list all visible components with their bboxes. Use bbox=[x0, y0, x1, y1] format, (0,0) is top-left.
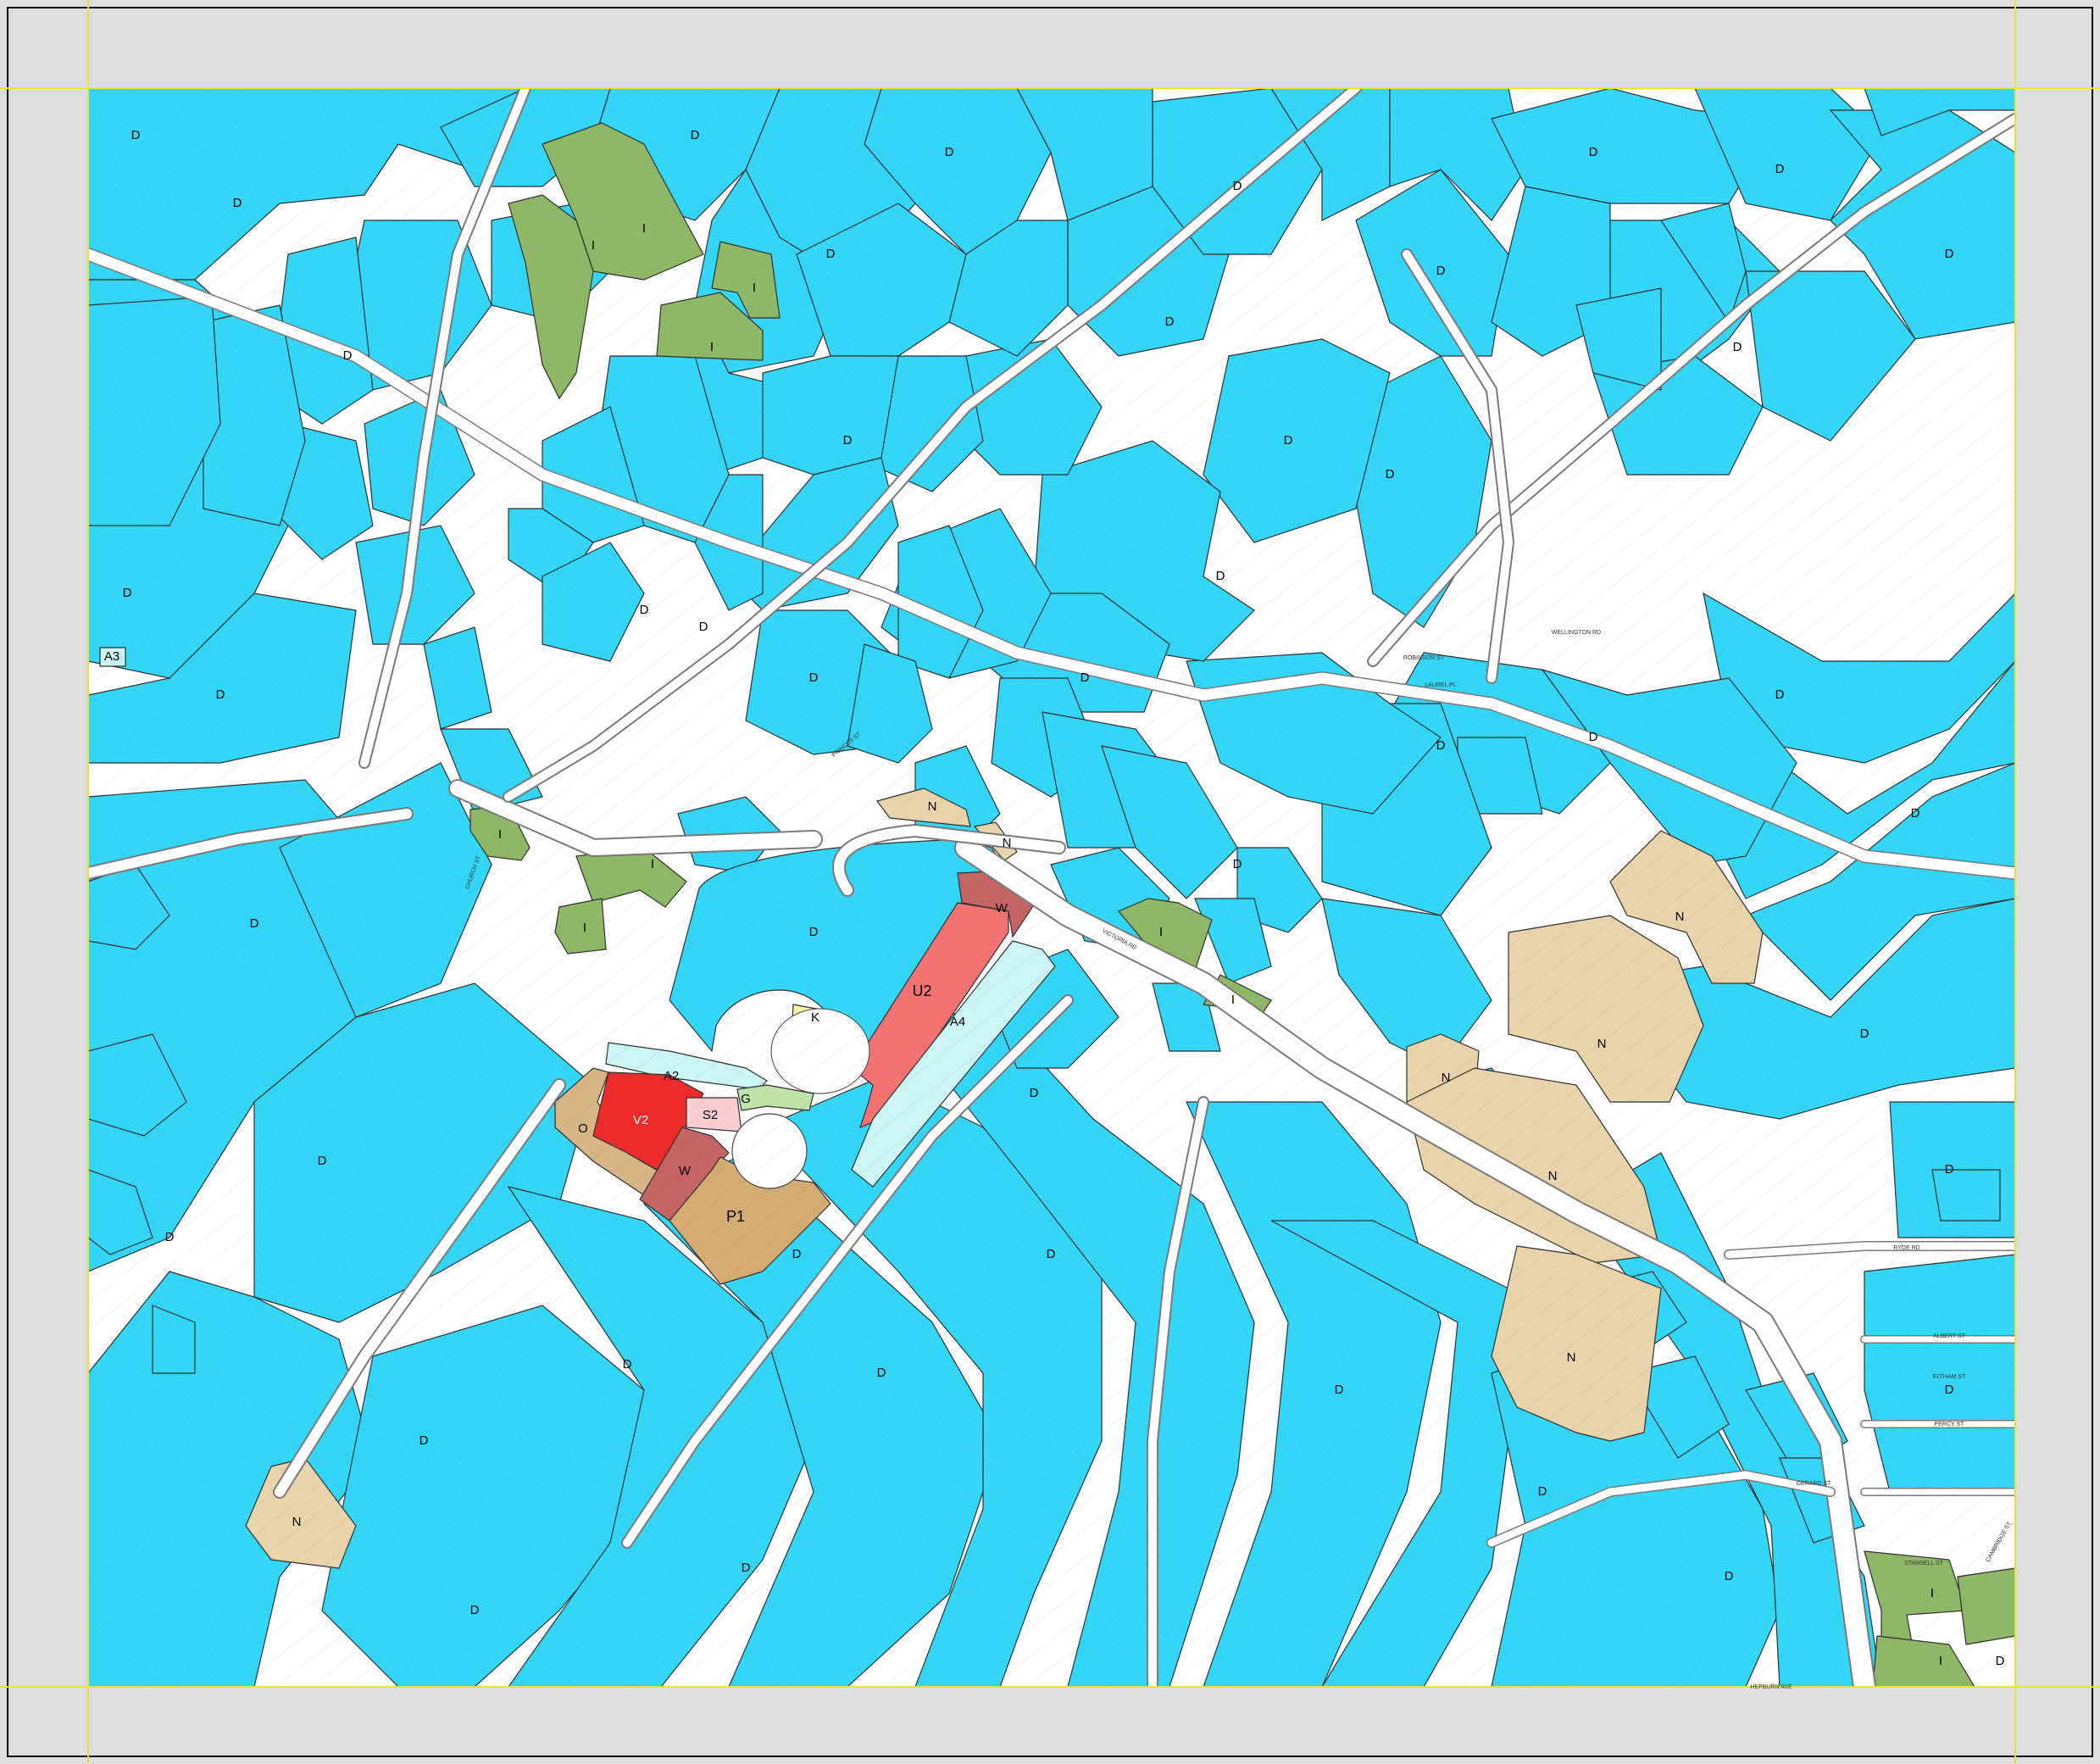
label-I: I bbox=[1231, 993, 1235, 1007]
label-A4: A4 bbox=[950, 1015, 965, 1029]
zone-layer bbox=[88, 88, 2015, 1687]
label-D: D bbox=[809, 925, 819, 939]
label-D: D bbox=[1284, 433, 1293, 448]
label-D: D bbox=[1081, 671, 1090, 685]
street-ryde: RYDE RD bbox=[1893, 1245, 1919, 1251]
label-D: D bbox=[1436, 738, 1446, 753]
label-I: I bbox=[1159, 925, 1163, 939]
label-S2: S2 bbox=[703, 1108, 718, 1122]
label-I: I bbox=[592, 238, 595, 253]
zone-labels: D D D D D D D D D D D D D D D D D D D D … bbox=[104, 128, 2005, 1668]
label-G: G bbox=[741, 1092, 751, 1106]
label-D: D bbox=[1775, 162, 1785, 176]
label-D: D bbox=[1945, 247, 1954, 261]
label-D: D bbox=[792, 1247, 802, 1261]
label-I: I bbox=[642, 221, 646, 236]
label-D: D bbox=[1996, 1654, 2005, 1668]
label-D: D bbox=[1386, 467, 1395, 481]
label-D: D bbox=[742, 1561, 751, 1575]
label-D: D bbox=[1589, 145, 1598, 159]
label-I: I bbox=[651, 857, 654, 871]
label-D: D bbox=[318, 1154, 327, 1168]
label-I: I bbox=[498, 827, 502, 842]
label-N: N bbox=[1548, 1169, 1558, 1183]
label-D: D bbox=[1047, 1247, 1056, 1261]
label-D: D bbox=[1233, 179, 1242, 193]
label-I: I bbox=[710, 340, 714, 354]
label-D: D bbox=[877, 1366, 886, 1380]
label-D: D bbox=[826, 247, 836, 261]
label-D: D bbox=[640, 603, 649, 617]
label-I: I bbox=[1939, 1654, 1942, 1668]
label-N: N bbox=[1597, 1037, 1607, 1051]
label-W: W bbox=[996, 901, 1008, 915]
label-W: W bbox=[679, 1164, 692, 1178]
label-D: D bbox=[1911, 806, 1920, 821]
label-D: D bbox=[1436, 264, 1446, 278]
label-D: D bbox=[1733, 340, 1742, 354]
label-D: D bbox=[1775, 687, 1785, 702]
label-D: D bbox=[1860, 1027, 1869, 1041]
label-D: D bbox=[843, 433, 853, 448]
lot-boundary-texture bbox=[88, 88, 2015, 1687]
street-robinson: ROBINSON ST bbox=[1403, 655, 1445, 661]
label-D: D bbox=[1216, 569, 1225, 583]
label-U2: U2 bbox=[912, 982, 931, 999]
label-D: D bbox=[216, 687, 225, 702]
label-D: D bbox=[419, 1433, 429, 1448]
street-wellington: WELLINGTON RD bbox=[1552, 630, 1601, 636]
label-D: D bbox=[945, 145, 954, 159]
label-N: N bbox=[1675, 910, 1685, 924]
label-A2: A2 bbox=[664, 1069, 679, 1083]
label-D: D bbox=[1538, 1484, 1547, 1499]
label-D: D bbox=[250, 916, 259, 931]
label-D: D bbox=[691, 128, 700, 142]
label-D: D bbox=[699, 620, 708, 634]
label-D: D bbox=[1335, 1383, 1344, 1397]
label-P1: P1 bbox=[726, 1208, 745, 1225]
map-border bbox=[7, 7, 2093, 1757]
label-D: D bbox=[1945, 1383, 1954, 1397]
label-D: D bbox=[1233, 857, 1242, 871]
label-I: I bbox=[583, 921, 586, 935]
label-D: D bbox=[623, 1357, 632, 1372]
label-D: D bbox=[809, 671, 819, 685]
label-N: N bbox=[292, 1515, 302, 1529]
label-O: O bbox=[578, 1121, 588, 1136]
label-I: I bbox=[753, 281, 756, 295]
street-hepburn: HEPBURN AVE bbox=[1750, 1684, 1792, 1690]
label-D: D bbox=[1945, 1162, 1954, 1177]
street-albert: ALBERT ST bbox=[1933, 1333, 1966, 1339]
label-N: N bbox=[1567, 1350, 1576, 1365]
label-A3: A3 bbox=[104, 649, 119, 664]
label-N: N bbox=[1442, 1071, 1451, 1085]
label-D: D bbox=[1165, 314, 1175, 329]
label-D: D bbox=[233, 196, 242, 210]
label-D: D bbox=[165, 1230, 175, 1244]
label-I: I bbox=[1931, 1586, 1934, 1600]
street-laurel: LAUREL PL bbox=[1425, 682, 1457, 688]
label-D: D bbox=[123, 586, 132, 600]
street-stansell: STANSELL ST bbox=[1904, 1561, 1944, 1566]
label-D: D bbox=[1589, 730, 1598, 744]
label-N: N bbox=[928, 799, 937, 814]
street-eltham: ELTHAM ST bbox=[1933, 1374, 1966, 1380]
street-percy: PERCY ST bbox=[1935, 1422, 1965, 1427]
label-D: D bbox=[343, 348, 353, 363]
street-gerard: GERARD ST bbox=[1797, 1481, 1832, 1487]
label-D: D bbox=[131, 128, 141, 142]
label-D: D bbox=[470, 1603, 480, 1617]
label-D: D bbox=[1725, 1569, 1734, 1583]
label-N: N bbox=[1003, 836, 1012, 850]
label-D: D bbox=[1030, 1086, 1039, 1100]
label-V2: V2 bbox=[633, 1113, 648, 1127]
label-K: K bbox=[811, 1010, 819, 1025]
